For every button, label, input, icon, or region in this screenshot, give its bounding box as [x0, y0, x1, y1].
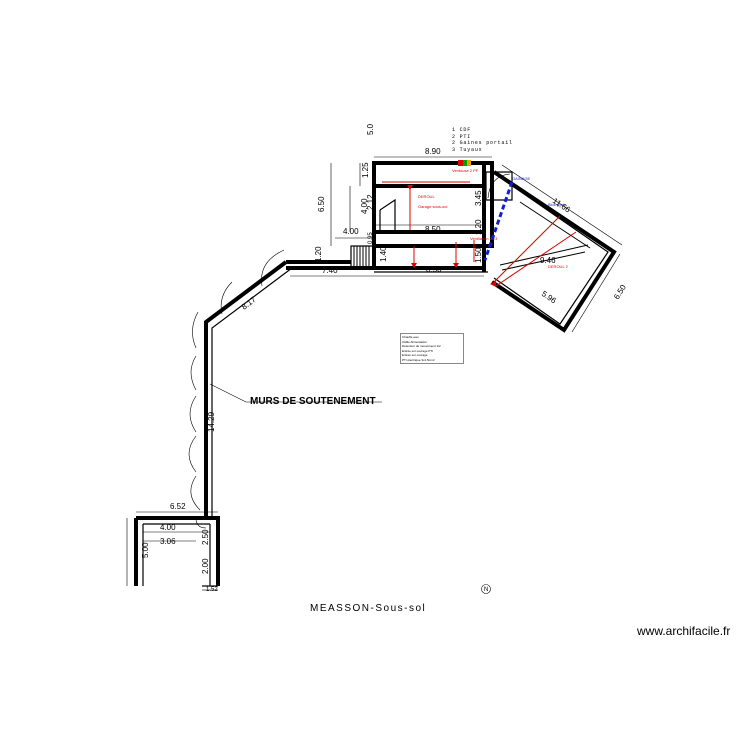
red-label-2: DEROUL — [418, 194, 435, 199]
legend-box: Chauffe-eau Câble Alimentation Détecteur… — [400, 333, 464, 364]
red-label-3: Ventilation 2.23 — [470, 236, 498, 241]
dim-bottom-left: 4.00 — [343, 227, 359, 236]
blue-label-0: GAINAGE — [512, 176, 531, 181]
dim-small-width: 6.52 — [170, 502, 186, 511]
retaining-walls — [204, 260, 351, 518]
legend-item: Détecteur de mouvement 1/2 — [402, 344, 441, 348]
dim-mid-width: 8.50 — [425, 225, 441, 234]
equipment-item: 3 Tuyaux — [452, 146, 483, 153]
north-icon: N — [481, 584, 491, 594]
dim-rot-diag: 9.46 — [540, 256, 556, 265]
dimension-texts: 5.0 8.90 1.25 6.50 4.00 2.12 8.50 3.45 1… — [141, 123, 628, 593]
equipment-item: 1 CDF — [452, 127, 472, 133]
dim-small-h3: 2.00 — [201, 558, 210, 574]
dim-left-h3: 4.00 — [360, 198, 369, 214]
dim-bottom-width: 8.50 — [426, 265, 442, 274]
dim-left-h4: 2.12 — [366, 194, 375, 210]
legend-item: Entrée sur ouvrage PTI — [402, 348, 434, 353]
dim-top-width: 8.90 — [425, 147, 441, 156]
small-building — [134, 516, 220, 587]
dim-small-inner2: 3.06 — [160, 537, 176, 546]
red-label-0: Ventouse 2 PF — [452, 168, 479, 173]
dim-right-h2: 1.20 — [474, 219, 483, 235]
dimension-lines — [126, 156, 623, 591]
red-label-4: DEROUL 2 — [548, 264, 569, 269]
equipment-list: 1 CDF 2 PTI 2 Gaines portail 3 Tuyaux — [452, 127, 513, 153]
gainage-line: GAINAGE Bloc porte — [483, 176, 567, 261]
dim-rot-bottom: 5.96 — [540, 289, 558, 305]
retaining-wall-pointer — [209, 383, 382, 403]
legend-item: PTI électrique 3x1.5mm² — [402, 357, 435, 362]
electrical-annotations: Ventouse 2 PF Garage sous-sol DEROUL Ven… — [382, 160, 577, 287]
blue-label-1: Bloc porte — [548, 202, 567, 207]
dim-top-offset: 5.0 — [366, 123, 375, 135]
dim-left-h2: 6.50 — [317, 196, 326, 212]
main-building — [286, 161, 494, 273]
dim-rot-right: 6.50 — [612, 283, 628, 301]
dim-diag-wall: 8.17 — [240, 295, 258, 312]
rotated-annex — [485, 170, 617, 333]
north-letter: N — [484, 587, 488, 593]
dim-small-inner: 4.00 — [160, 523, 176, 532]
dim-left-h1: 1.25 — [361, 162, 370, 178]
dim-small-foot: 1.52 — [206, 587, 218, 593]
dim-small-height: 5.00 — [141, 542, 150, 558]
dim-right-h3: 1.50 — [474, 247, 483, 263]
legend-item: Entrée sur ouvrage — [402, 353, 428, 357]
dim-half-mark: 0.95 — [368, 232, 374, 244]
dim-stair-h2: 1.40 — [379, 246, 388, 262]
legend-item: Câble Alimentation — [402, 339, 428, 344]
dim-stair-h1: 1.20 — [314, 246, 323, 262]
plan-title: MEASSON-Sous-sol — [310, 603, 427, 614]
legend-item: Chauffe-eau — [402, 335, 419, 339]
dim-bottom-seg: 7.40 — [322, 266, 338, 275]
wall-arcs — [188, 249, 285, 511]
dim-right-h1: 3.45 — [474, 190, 483, 206]
dim-long-wall: 14.29 — [207, 411, 216, 432]
red-label-1: Garage sous-sol — [418, 204, 447, 209]
equipment-item: 2 Gaines portail — [452, 140, 513, 146]
dim-small-h2: 2.50 — [201, 529, 210, 545]
watermark-link[interactable]: www.archifacile.fr — [637, 624, 731, 638]
equipment-item: 2 PTI — [452, 133, 472, 140]
retaining-wall-label: MURS DE SOUTENEMENT — [250, 396, 376, 407]
